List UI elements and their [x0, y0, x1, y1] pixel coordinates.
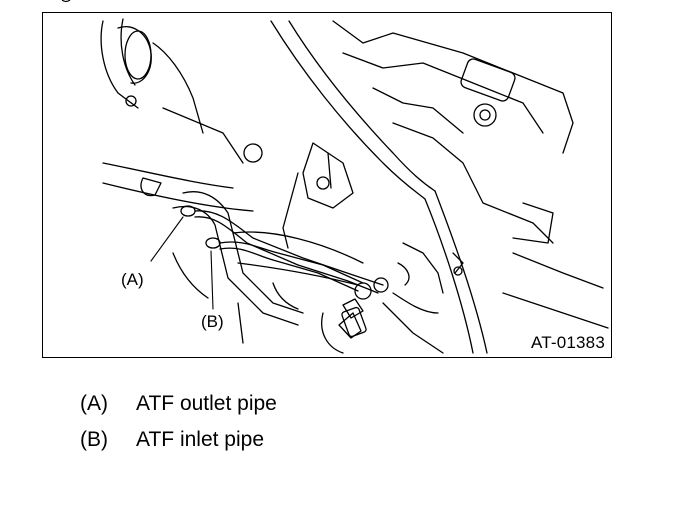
figure-id: AT-01383	[530, 333, 605, 352]
diagram-frame: (A) (B) AT-01383	[42, 12, 612, 358]
callout-label-a: (A)	[121, 270, 144, 289]
legend-item: (B) ATF inlet pipe	[80, 429, 264, 450]
callout-label-b: (B)	[201, 312, 224, 331]
legend-key: (A)	[80, 392, 108, 415]
legend-text: ATF outlet pipe	[136, 392, 277, 415]
transmission-line-drawing	[100, 18, 609, 354]
legend-key: (B)	[80, 428, 108, 451]
legend-text: ATF inlet pipe	[136, 428, 264, 451]
top-edge-fragment	[61, 0, 71, 3]
legend-item: (A) ATF outlet pipe	[80, 393, 277, 414]
